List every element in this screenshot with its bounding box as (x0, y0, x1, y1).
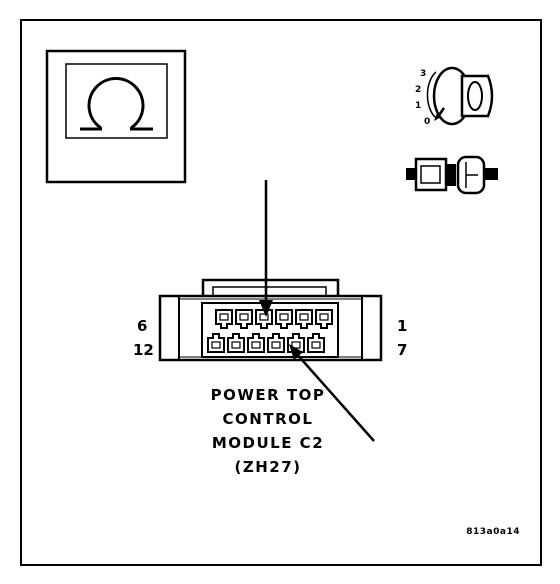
key-position-3: 3 (420, 69, 426, 79)
disconnected-connector-icon (406, 155, 498, 195)
multimeter-ohm-icon (45, 49, 187, 184)
title-line-4: (ZH27) (234, 458, 301, 476)
cavity-11 (227, 333, 245, 353)
title-line-1: POWER TOP (211, 386, 326, 404)
cavity-3 (275, 309, 293, 329)
probe-arrow-bottom (289, 344, 375, 442)
probe-arrow-top (259, 180, 273, 317)
cavity-2 (295, 309, 313, 329)
figure-id: 813a0a14 (466, 527, 520, 537)
cavity-9 (267, 333, 285, 353)
cavity-5 (235, 309, 253, 329)
cavity-12 (207, 333, 225, 353)
ignition-key-icon: 3 2 1 0 (415, 66, 494, 127)
cavity-4 (255, 309, 273, 329)
cavity-row-bottom (207, 333, 325, 353)
cavity-6 (215, 309, 233, 329)
cavity-1 (315, 309, 333, 329)
cavity-row-top (215, 309, 333, 329)
connector-title: POWER TOP CONTROL MODULE C2 (ZH27) (211, 386, 326, 476)
key-position-1: 1 (415, 101, 421, 111)
key-position-2: 2 (415, 85, 421, 95)
pin-label-12: 12 (133, 341, 154, 359)
figure-border (20, 19, 542, 566)
pin-label-1: 1 (397, 317, 407, 335)
cavity-7 (307, 333, 325, 353)
key-position-0: 0 (424, 117, 430, 127)
pin-label-6: 6 (137, 317, 147, 335)
cavity-10 (247, 333, 265, 353)
title-line-2: CONTROL (223, 410, 314, 428)
title-line-3: MODULE C2 (212, 434, 324, 452)
pin-label-7: 7 (397, 341, 407, 359)
